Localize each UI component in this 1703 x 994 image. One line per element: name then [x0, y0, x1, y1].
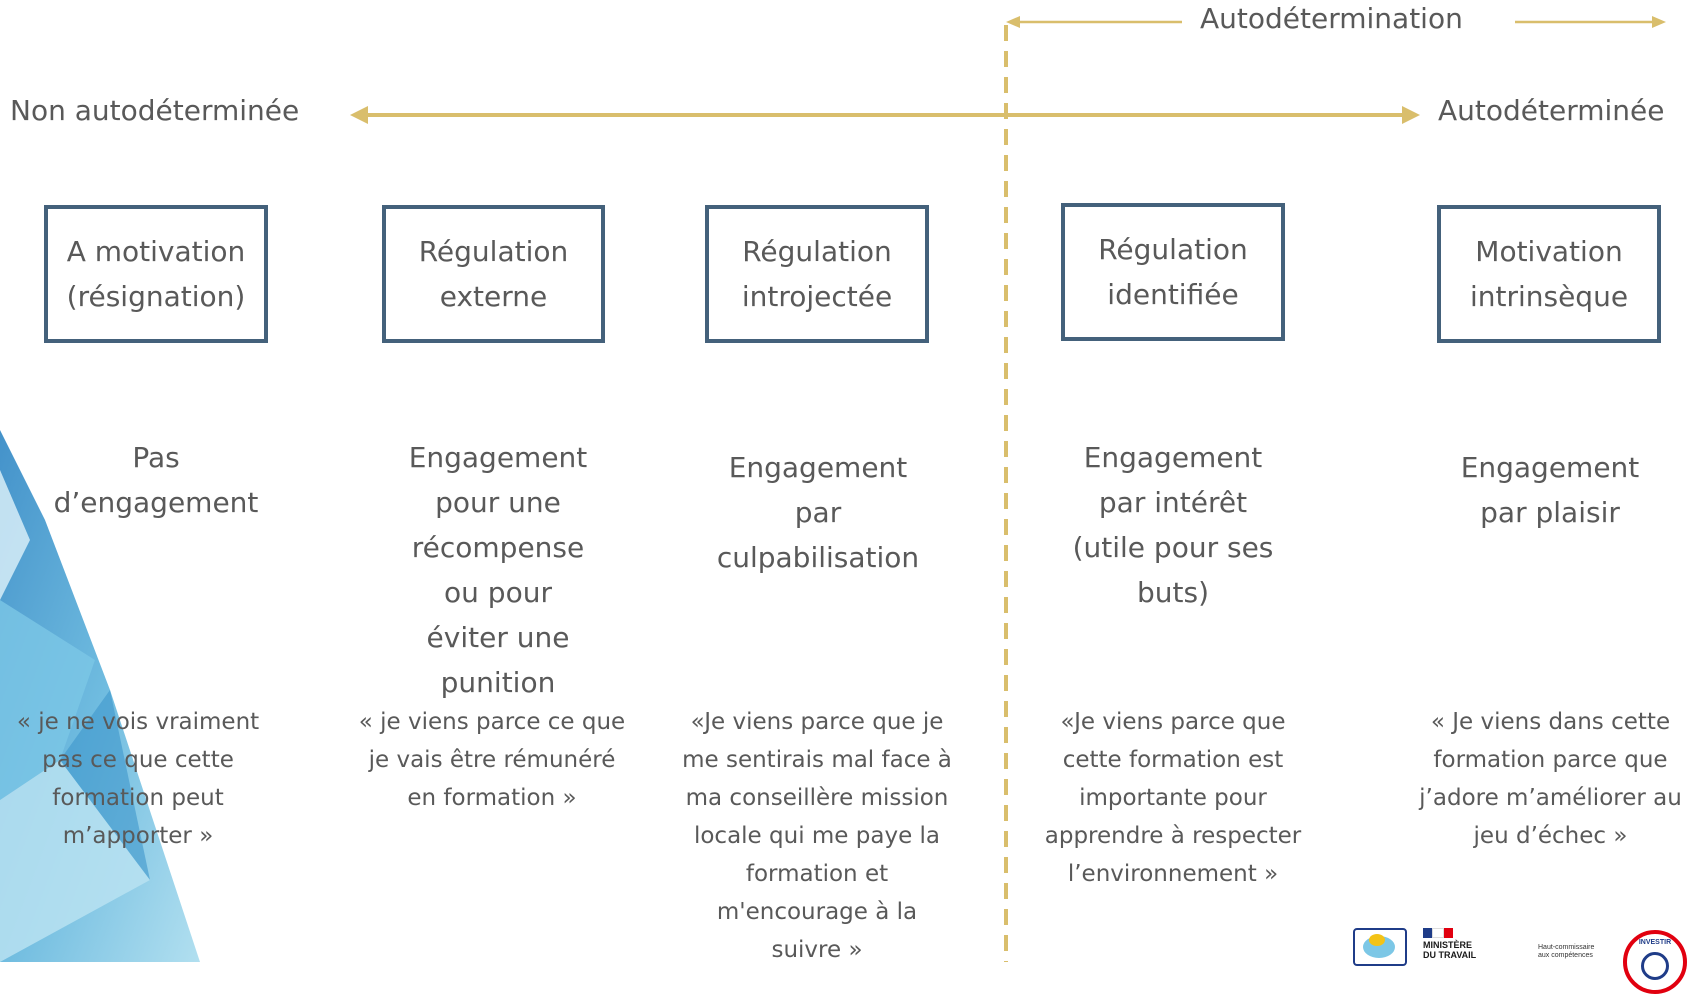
- autodetermination-label: Autodétermination: [1200, 2, 1463, 35]
- decorative-shape: [0, 430, 200, 962]
- region-logo: [1353, 928, 1407, 966]
- seal-text: INVESTIR: [1638, 939, 1672, 946]
- box-regulation-identifiee: Régulation identifiée: [1061, 203, 1285, 341]
- autodeterminee-label: Autodéterminée: [1438, 94, 1665, 127]
- ministere-line1: MINISTÈRE: [1423, 940, 1473, 950]
- box-regulation-introjectee: Régulation introjectée: [705, 205, 929, 343]
- quote-1: « je ne vois vraiment pas ce que cette f…: [16, 709, 260, 849]
- engagement-text-5: Engagement par plaisir: [1460, 451, 1640, 529]
- engagement-text-2: Engagement pour une récompense ou pour é…: [408, 441, 588, 699]
- box-a-motivation: A motivation (résignation): [44, 205, 268, 343]
- ministere-logo: MINISTÈRE DU TRAVAIL: [1423, 940, 1476, 960]
- quote-3: «Je viens parce que je me sentirais mal …: [682, 709, 952, 963]
- box-motivation-intrinseque: Motivation intrinsèque: [1437, 205, 1661, 343]
- ministere-line2: DU TRAVAIL: [1423, 950, 1477, 960]
- region-logo-sun-icon: [1369, 934, 1385, 946]
- scale-arrow: [350, 106, 1420, 124]
- french-flag-icon: [1423, 928, 1453, 938]
- box-regulation-externe: Régulation externe: [382, 205, 605, 343]
- quote-5: « Je viens dans cette formation parce qu…: [1419, 709, 1682, 849]
- autodetermination-arrow: [1006, 16, 1666, 28]
- engagement-text-4: Engagement par intérêt (utile pour ses b…: [1072, 441, 1274, 609]
- quote-2: « je viens parce ce que je vais être rém…: [358, 709, 626, 811]
- investir-seal-icon: INVESTIR: [1623, 930, 1687, 994]
- haut-commissaire-line2: aux compétences: [1538, 952, 1593, 959]
- engagement-text-1: Pas d’engagement: [53, 441, 259, 519]
- haut-commissaire-logo: Haut-commissaire aux compétences: [1538, 944, 1594, 960]
- diagram-graphics: [0, 16, 1666, 962]
- haut-commissaire-line1: Haut-commissaire: [1538, 944, 1595, 951]
- non-autodeterminee-label: Non autodéterminée: [10, 94, 300, 127]
- engagement-text-3: Engagement par culpabilisation: [716, 451, 920, 574]
- quote-4: «Je viens parce que cette formation est …: [1044, 709, 1302, 887]
